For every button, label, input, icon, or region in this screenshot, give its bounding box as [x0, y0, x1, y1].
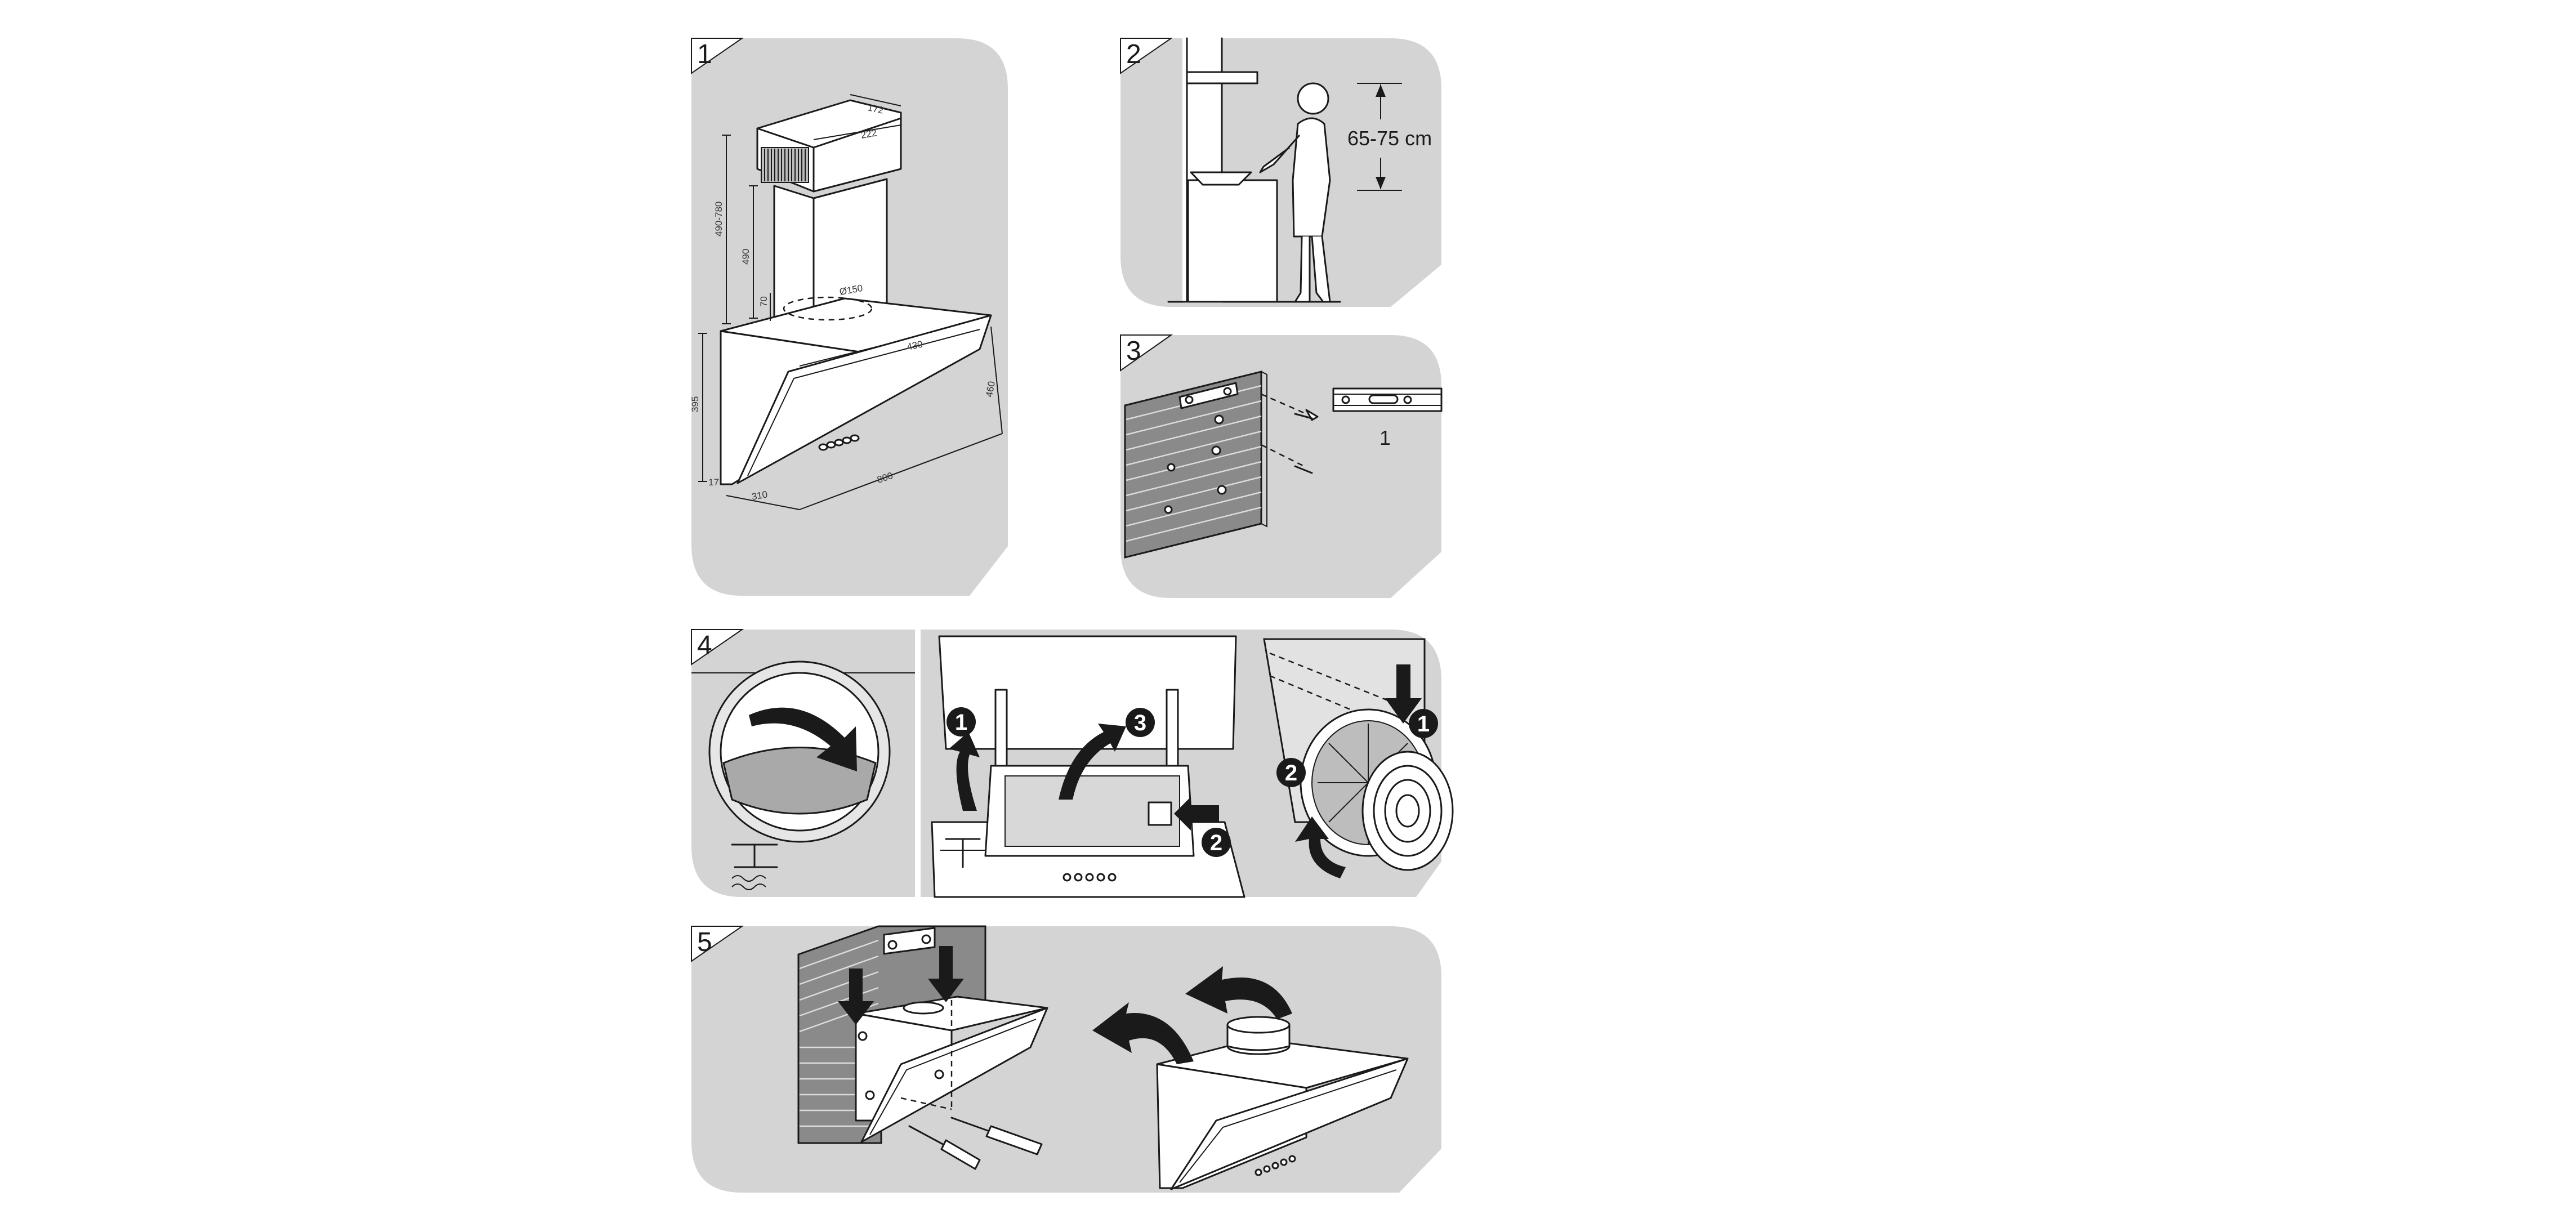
panel-step-5: 5 — [691, 925, 1441, 1193]
dim-hood-height: 395 — [690, 396, 700, 412]
height-measurement-arrow — [1357, 83, 1402, 191]
dim-top-depth: 222 — [860, 127, 877, 141]
grease-filter-removal — [931, 635, 1245, 898]
hood-rotate-assembly — [1092, 966, 1409, 1190]
upper-cabinet — [1186, 71, 1258, 84]
callout-2b: 2 — [1285, 761, 1297, 785]
panel-step-4: 4 — [691, 629, 1454, 898]
bracket-label: 1 — [1379, 426, 1391, 449]
rotate-arrow — [749, 707, 857, 771]
panel-step-1: 1 — [690, 38, 1008, 596]
step-number-3: 3 — [1126, 336, 1141, 366]
hood-dimension-drawing: 172 222 490-780 490 Ø150 70 430 395 460 … — [690, 94, 1003, 510]
callout-3: 3 — [1134, 711, 1146, 735]
person-figure — [1259, 82, 1331, 303]
callout-badges: 1 2 3 1 2 — [947, 707, 1438, 857]
dim-chimney-height: 490 — [740, 249, 751, 265]
dim-duct-offset: 70 — [758, 296, 769, 307]
step-number-2: 2 — [1126, 39, 1141, 69]
dim-glass-diagonal: 460 — [984, 380, 997, 398]
mounting-bracket — [1332, 387, 1443, 412]
carbon-filter-install — [1263, 638, 1454, 878]
dim-chimney-range: 490-780 — [713, 202, 724, 236]
height-label: 65-75 cm — [1347, 127, 1432, 150]
control-buttons — [818, 434, 860, 451]
chimney-vent-grille — [761, 147, 809, 183]
dim-base-depth: 310 — [751, 489, 768, 502]
brick-wall-with-bracket — [1124, 371, 1319, 559]
step-number-4: 4 — [697, 631, 712, 660]
panel-step-3: 3 1 — [1120, 334, 1443, 598]
step-number-5: 5 — [697, 927, 712, 957]
pan — [1190, 171, 1252, 186]
cooktop-cabinet — [1187, 179, 1278, 303]
dim-small-offset: 17 — [708, 477, 719, 488]
panel-step-2: 2 65-75 cm — [1120, 37, 1441, 307]
damper-valve-detail — [691, 660, 915, 890]
step-number-1: 1 — [697, 39, 712, 69]
hood-wall-mounting — [797, 925, 1048, 1170]
callout-1b: 1 — [1417, 712, 1430, 737]
callout-2a: 2 — [1210, 831, 1222, 855]
callout-1a: 1 — [955, 710, 967, 735]
height-clearance-scene: 65-75 cm — [1167, 37, 1432, 303]
